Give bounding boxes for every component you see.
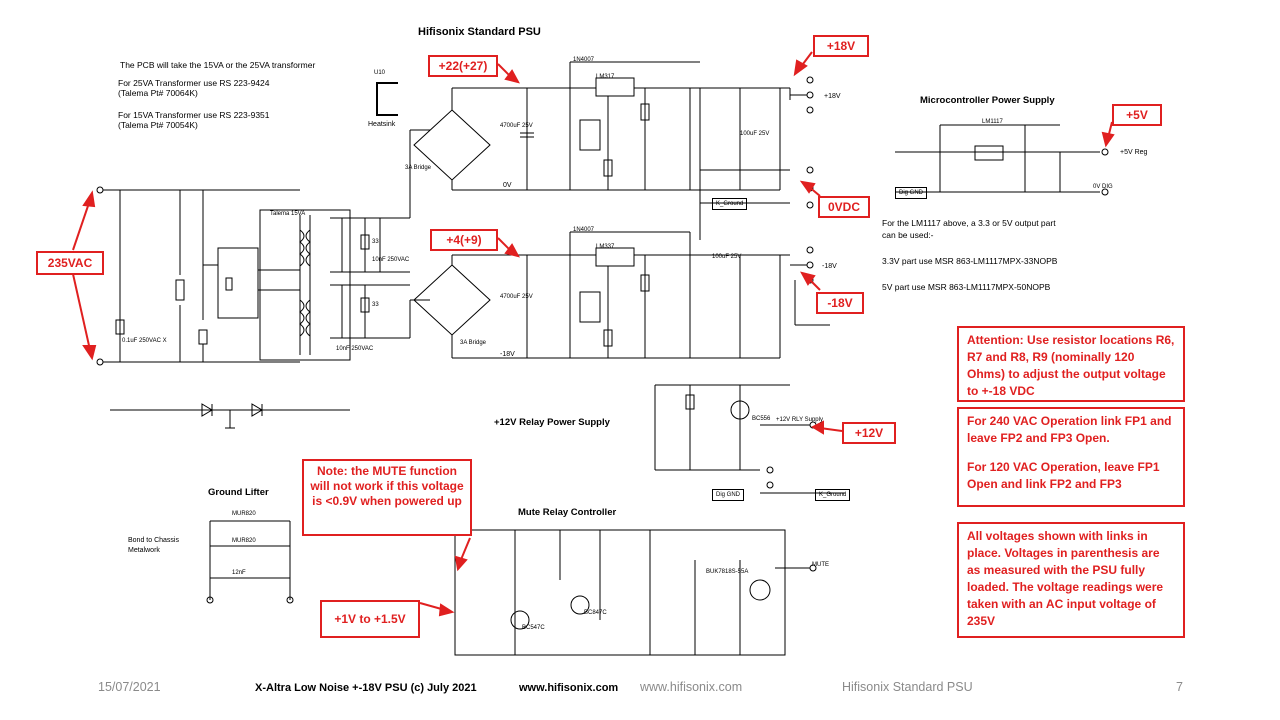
net-label-plus5-reg: +5V Reg (1120, 149, 1148, 156)
callout-235vac: 235VAC (36, 251, 104, 275)
callout-attention: Attention: Use resistor locations R6, R7… (957, 326, 1185, 402)
component-u25: LM317 (596, 74, 615, 80)
component-c1: 12nF (232, 570, 246, 576)
callout-plus5v: +5V (1112, 104, 1162, 126)
component-q4: BC847C (584, 610, 607, 616)
footer-doc-name: Hifisonix Standard PSU (842, 680, 973, 694)
component-q3: BC547C (522, 625, 545, 631)
net-label-0v-dig: 0V DIG (1093, 184, 1113, 190)
callout-minus18v: -18V (816, 292, 864, 314)
pcb-note: For 25VA Transformer use RS 223-9424 (118, 78, 270, 88)
net-label-metalwork: Metalwork (128, 547, 160, 554)
transformer-label: Talema 15VA (270, 211, 306, 217)
component-c6: 0.1uF 250VAC X (122, 338, 167, 344)
net-label-dig-gnd: Dig GND (895, 187, 928, 199)
component-d17: 1N4007 (573, 227, 595, 233)
heatsink-label: Heatsink (368, 121, 396, 128)
callout-operation: For 240 VAC Operation link FP1 and leave… (957, 407, 1185, 507)
bridge-label-bottom: 3A Bridge (460, 340, 487, 346)
net-label-plus18: +18V (824, 93, 841, 100)
pcb-note: (Talema Pt# 70054K) (118, 120, 198, 130)
component-d20: 1N4007 (573, 57, 595, 63)
heatsink-ref: U10 (374, 70, 386, 76)
section-title-mcu: Microcontroller Power Supply (920, 95, 1055, 106)
net-label-minus18: -18V (822, 263, 837, 270)
component-c14: 10nF 250VAC (372, 257, 410, 263)
component-q2: BUK7818S-55A (706, 569, 749, 575)
heatsink-icon (376, 82, 398, 116)
footer-date: 15/07/2021 (98, 680, 161, 694)
component-c9: 4700uF 25V (500, 294, 533, 300)
component-c17: 100uF 25V (740, 131, 770, 137)
net-label-relay-supply: +12V RLY Supply (776, 417, 823, 423)
page-title: Hifisonix Standard PSU (418, 26, 541, 38)
pcb-note: For 15VA Transformer use RS 223-9351 (118, 110, 270, 120)
net-label-bond-chassis: Bond to Chassis (128, 537, 179, 544)
lm1117-note: 3.3V part use MSR 863-LM1117MPX-33NOPB (882, 256, 1058, 266)
component-r22: 33 (372, 239, 379, 245)
net-label-dig-gnd-relay: Dig GND (712, 489, 745, 501)
callout-op-120: For 120 VAC Operation, leave FP1 Open an… (967, 460, 1160, 491)
section-title-relay: +12V Relay Power Supply (494, 417, 610, 428)
footer-website-bold: www.hifisonix.com (519, 682, 619, 694)
component-r21: 33 (372, 302, 379, 308)
callout-all-voltages: All voltages shown with links in place. … (957, 522, 1185, 638)
component-c13: 10nF 250VAC (336, 346, 374, 352)
callout-plus4v: +4(+9) (430, 229, 498, 251)
net-label-minus18-rail: -18V (500, 351, 515, 358)
component-u4: LM1117 (982, 119, 1003, 125)
net-label-mute: MUTE (812, 562, 829, 568)
component-q1: BC556 (752, 416, 771, 422)
bridge-label-top: 3A Bridge (405, 165, 432, 171)
callout-1v: +1V to +1.5V (320, 600, 420, 638)
footer-page-number: 7 (1176, 680, 1183, 694)
component-c16: 4700uF 25V (500, 123, 533, 129)
callout-0vdc: 0VDC (818, 196, 870, 218)
footer-website[interactable]: www.hifisonix.com (640, 680, 743, 694)
pcb-note: The PCB will take the 15VA or the 25VA t… (120, 60, 316, 70)
pcb-note: (Talema Pt# 70064K) (118, 88, 198, 98)
section-title-mute: Mute Relay Controller (518, 507, 617, 518)
lm1117-note: can be used:- (882, 230, 934, 240)
callout-mute-note: Note: the MUTE function will not work if… (302, 459, 472, 536)
net-label-0v: 0V (503, 182, 512, 189)
callout-plus18v: +18V (813, 35, 869, 57)
lm1117-note: 5V part use MSR 863-LM1117MPX-50NOPB (882, 282, 1051, 292)
net-label-k-ground: K_Ground (712, 198, 748, 210)
component-u19: LM337 (596, 244, 615, 250)
component-d2: MUR820 (232, 538, 256, 544)
footer-copyright: X-Altra Low Noise +-18V PSU (c) July 202… (255, 682, 477, 694)
component-c8: 100uF 25V (712, 254, 742, 260)
callout-plus12v: +12V (842, 422, 896, 444)
lm1117-note: For the LM1117 above, a 3.3 or 5V output… (882, 218, 1056, 228)
component-d1: MUR820 (232, 511, 256, 517)
section-title-ground-lifter: Ground Lifter (208, 487, 269, 498)
net-label-k-ground-2: K_Ground (815, 489, 851, 501)
callout-op-240: For 240 VAC Operation link FP1 and leave… (967, 414, 1172, 445)
callout-plus22v: +22(+27) (428, 55, 498, 77)
